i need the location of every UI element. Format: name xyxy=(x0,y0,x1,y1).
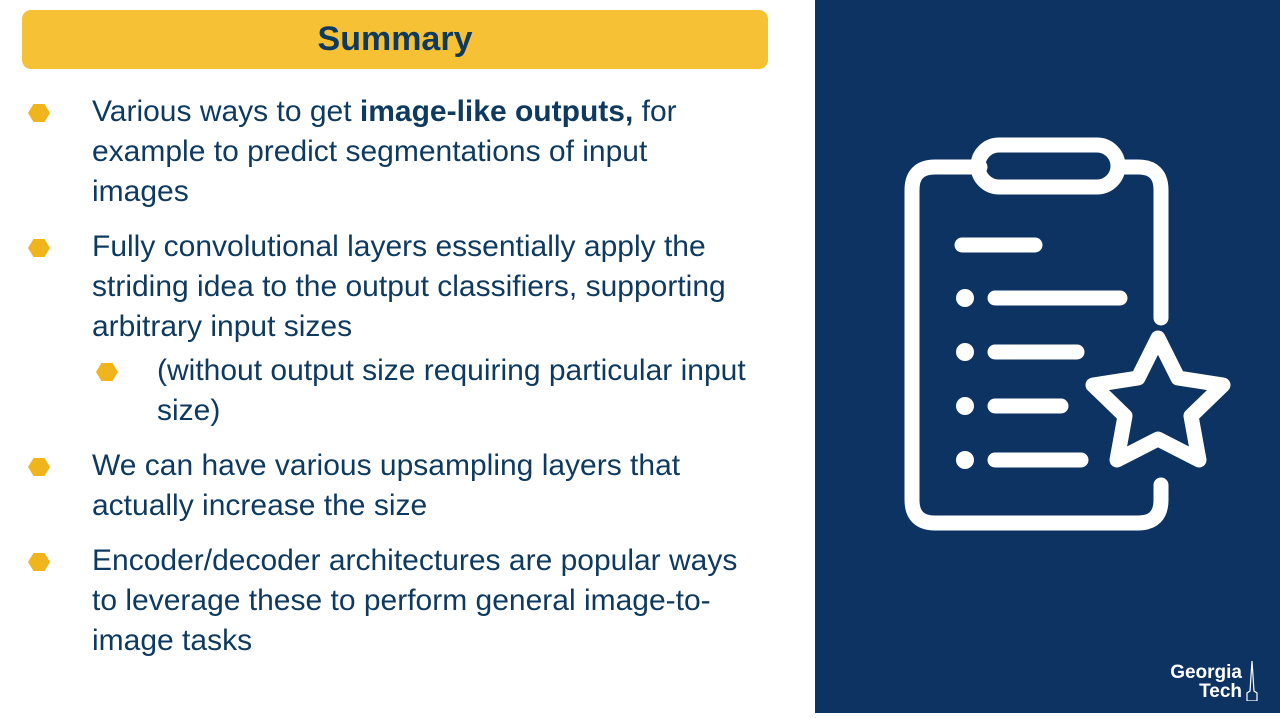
georgia-tech-logo: Georgia Tech xyxy=(1170,661,1258,701)
hexagon-bullet-icon xyxy=(28,553,50,571)
hexagon-bullet-icon xyxy=(28,458,50,476)
sub-bullet-item: (without output size requiring particula… xyxy=(0,351,757,431)
bullet-text: Various ways to get xyxy=(92,95,360,128)
bullet-list: Various ways to get image-like outputs, … xyxy=(0,92,800,676)
tower-icon xyxy=(1246,661,1258,701)
slide-title: Summary xyxy=(317,20,473,58)
hexagon-bullet-icon xyxy=(28,104,50,122)
slide-title-bar: Summary xyxy=(22,10,768,69)
bullet-bold-text: image-like outputs, xyxy=(359,95,634,128)
bullet-text: Fully convolutional layers essentially a… xyxy=(92,230,726,343)
bullet-item: We can have various upsampling layers th… xyxy=(0,446,752,526)
bullet-text: We can have various upsampling layers th… xyxy=(92,449,681,522)
bullet-item: Encoder/decoder architectures are popula… xyxy=(0,541,752,661)
logo-line2: Tech xyxy=(1199,681,1242,702)
hexagon-bullet-icon xyxy=(96,363,118,381)
decorative-panel: Georgia Tech xyxy=(815,0,1280,713)
bullet-text: for example to predict segmentations of … xyxy=(92,95,677,208)
bullet-text: (without output size requiring particula… xyxy=(157,354,746,427)
hexagon-bullet-icon xyxy=(28,239,50,257)
bullet-text: Encoder/decoder architectures are popula… xyxy=(92,544,738,657)
bullet-item: Various ways to get image-like outputs, … xyxy=(0,92,752,212)
bullet-item: Fully convolutional layers essentially a… xyxy=(0,227,752,347)
clipboard-star-icon xyxy=(904,137,1231,531)
logo-line1: Georgia xyxy=(1170,662,1242,683)
